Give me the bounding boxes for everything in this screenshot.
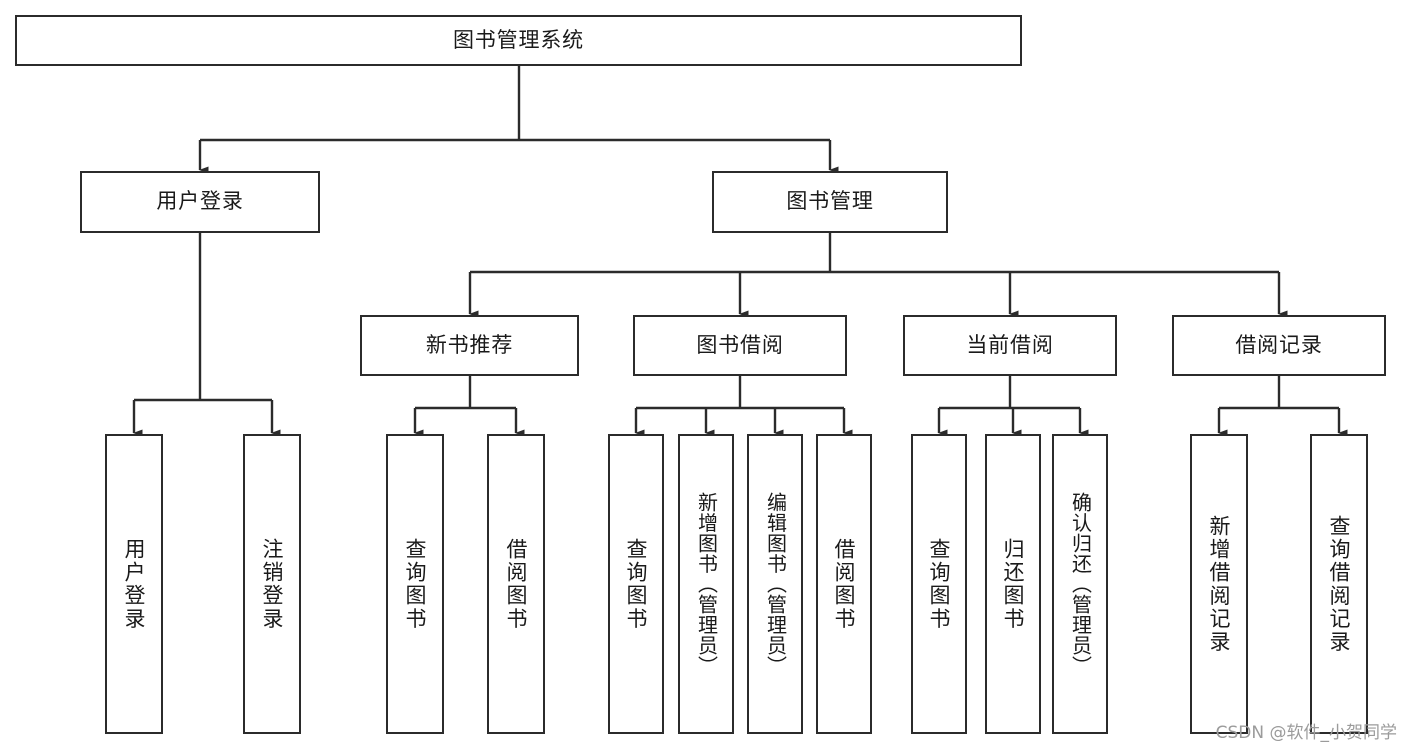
- node-label: 图书管理: [786, 189, 874, 214]
- node-leaf-add-book-admin[interactable]: 新增图书（管理员）: [678, 434, 734, 734]
- node-label: 图书借阅: [696, 332, 784, 357]
- node-leaf-edit-book-admin[interactable]: 编辑图书（管理员）: [747, 434, 803, 734]
- node-label: 借阅图书: [832, 537, 857, 631]
- node-leaf-query-borrow-record[interactable]: 查询借阅记录: [1310, 434, 1368, 734]
- node-leaf-user-logout[interactable]: 注销登录: [243, 434, 301, 734]
- node-book-borrow[interactable]: 图书借阅: [633, 315, 847, 376]
- node-label: 注销登录: [260, 537, 285, 631]
- node-label: 归还图书: [1001, 537, 1026, 631]
- node-new-book-recommend[interactable]: 新书推荐: [360, 315, 579, 376]
- node-leaf-confirm-return-admin[interactable]: 确认归还（管理员）: [1052, 434, 1108, 734]
- node-book-manage[interactable]: 图书管理: [712, 171, 948, 233]
- node-current-borrow[interactable]: 当前借阅: [903, 315, 1117, 376]
- node-borrow-record[interactable]: 借阅记录: [1172, 315, 1386, 376]
- node-label: 编辑图书（管理员）: [763, 492, 788, 676]
- node-leaf-borrow-book-1[interactable]: 借阅图书: [487, 434, 545, 734]
- node-label: 查询借阅记录: [1327, 514, 1352, 654]
- node-root-system[interactable]: 图书管理系统: [15, 15, 1022, 66]
- watermark-text: CSDN @软件_小贺同学: [1215, 723, 1397, 743]
- node-leaf-query-book-3[interactable]: 查询图书: [911, 434, 967, 734]
- node-label: 新增借阅记录: [1207, 514, 1232, 654]
- node-label: 查询图书: [927, 537, 952, 631]
- node-leaf-query-book-1[interactable]: 查询图书: [386, 434, 444, 734]
- node-label: 查询图书: [624, 537, 649, 631]
- node-label: 图书管理系统: [452, 27, 585, 52]
- node-label: 借阅记录: [1235, 332, 1323, 357]
- node-label: 当前借阅: [966, 332, 1054, 357]
- node-leaf-add-borrow-record[interactable]: 新增借阅记录: [1190, 434, 1248, 734]
- node-label: 用户登录: [122, 537, 147, 631]
- node-leaf-query-book-2[interactable]: 查询图书: [608, 434, 664, 734]
- node-label: 确认归还（管理员）: [1068, 492, 1093, 676]
- node-label: 新书推荐: [425, 332, 514, 357]
- node-label: 用户登录: [156, 189, 244, 214]
- node-user-login[interactable]: 用户登录: [80, 171, 320, 233]
- node-label: 借阅图书: [504, 537, 529, 631]
- node-label: 新增图书（管理员）: [694, 492, 719, 676]
- node-leaf-borrow-book-2[interactable]: 借阅图书: [816, 434, 872, 734]
- node-leaf-return-book[interactable]: 归还图书: [985, 434, 1041, 734]
- node-label: 查询图书: [403, 537, 428, 631]
- node-leaf-user-login[interactable]: 用户登录: [105, 434, 163, 734]
